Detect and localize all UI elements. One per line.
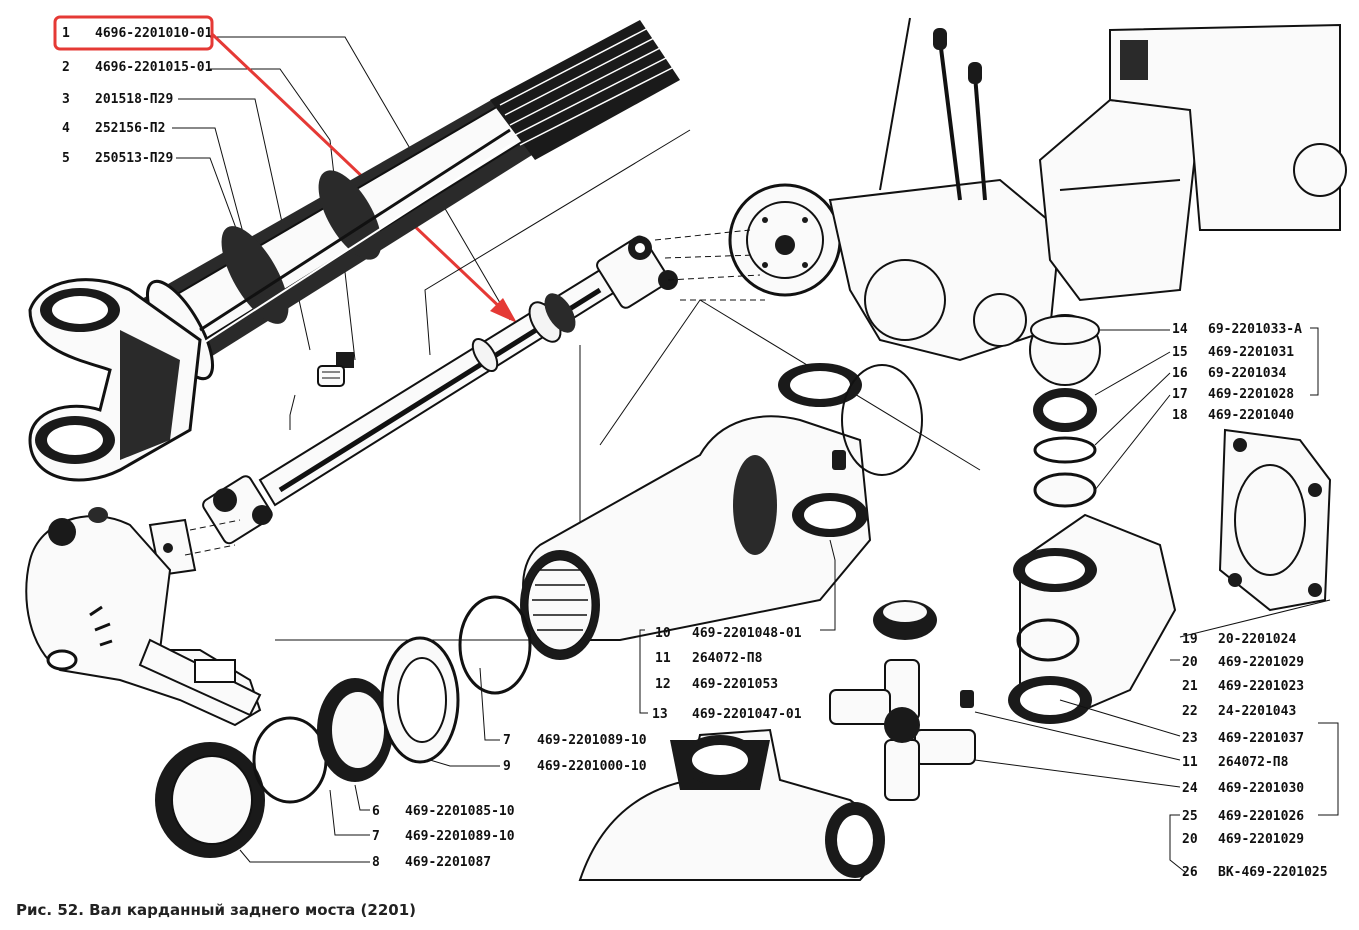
callout-num-25: 25 [1182, 809, 1198, 824]
callout-part-21[interactable]: 469-2201023 [1218, 679, 1304, 694]
leader-lines-right [639, 327, 1339, 873]
callout-part-26[interactable]: ВК-469-2201025 [1218, 865, 1328, 880]
callout-part-17[interactable]: 469-2201028 [1208, 387, 1294, 402]
callout-num-9: 9 [503, 759, 511, 774]
callout-part-9[interactable]: 469-2201000-10 [537, 759, 647, 774]
callout-part-3[interactable]: 201518-П29 [95, 92, 173, 107]
callout-part-18[interactable]: 469-2201040 [1208, 408, 1294, 423]
callout-part-16[interactable]: 69-2201034 [1208, 366, 1286, 381]
callout-part-11r[interactable]: 264072-П8 [1218, 755, 1289, 770]
callout-num-16: 16 [1172, 366, 1188, 381]
callout-part-6[interactable]: 469-2201085-10 [405, 804, 515, 819]
callout-part-15[interactable]: 469-2201031 [1208, 345, 1294, 360]
callout-num-8: 8 [372, 855, 380, 870]
callout-num-26: 26 [1182, 865, 1198, 880]
callout-part-23[interactable]: 469-2201037 [1218, 731, 1304, 746]
lower-yoke [578, 728, 885, 881]
highlight-arrow-head [490, 298, 517, 323]
callout-list-bottom: 7 469-2201089-10 9 469-2201000-10 6 469-… [372, 733, 647, 870]
callout-list-left: 1 4696-2201010-01 2 4696-2201015-01 3 20… [62, 26, 213, 166]
callout-num-11m: 11 [655, 651, 671, 666]
callout-part-25[interactable]: 469-2201026 [1218, 809, 1304, 824]
callout-part-1[interactable]: 4696-2201010-01 [95, 26, 213, 41]
highlight [53, 15, 517, 323]
callout-num-7b: 7 [372, 829, 380, 844]
callout-part-19[interactable]: 20-2201024 [1218, 632, 1296, 647]
callout-num-6: 6 [372, 804, 380, 819]
callout-num-19: 19 [1182, 632, 1198, 647]
callout-num-1: 1 [62, 26, 70, 41]
callout-part-20a[interactable]: 469-2201029 [1218, 655, 1304, 670]
callout-num-21: 21 [1182, 679, 1198, 694]
callout-num-17: 17 [1172, 387, 1188, 402]
callout-num-13: 13 [652, 707, 668, 722]
callout-list-middle: 10 469-2201048-01 11 264072-П8 12 469-22… [652, 626, 802, 722]
rear-axle-housing [25, 507, 262, 727]
callout-part-13[interactable]: 469-2201047-01 [692, 707, 802, 722]
callout-part-2[interactable]: 4696-2201015-01 [95, 60, 213, 75]
callout-num-7a: 7 [503, 733, 511, 748]
callout-num-20b: 20 [1182, 832, 1198, 847]
callout-part-24[interactable]: 469-2201030 [1218, 781, 1304, 796]
grease-fitting-left [317, 352, 354, 387]
callout-list-right: 14 69-2201033-А 15 469-2201031 16 69-220… [1172, 322, 1328, 880]
callout-num-23: 23 [1182, 731, 1198, 746]
callout-part-12[interactable]: 469-2201053 [692, 677, 778, 692]
cross-and-bearings [829, 314, 1332, 801]
callout-num-14: 14 [1172, 322, 1188, 337]
highlight-box [53, 15, 214, 51]
callout-num-24: 24 [1182, 781, 1198, 796]
callout-num-3: 3 [62, 92, 70, 107]
callout-num-12: 12 [655, 677, 671, 692]
seals-and-rings [155, 595, 532, 858]
callout-num-20a: 20 [1182, 655, 1198, 670]
callout-part-22[interactable]: 24-2201043 [1218, 704, 1296, 719]
splined-shaft [140, 20, 680, 381]
callout-num-18: 18 [1172, 408, 1188, 423]
leader-lines-bottom [239, 667, 500, 863]
callout-part-7b[interactable]: 469-2201089-10 [405, 829, 515, 844]
callout-part-14[interactable]: 69-2201033-А [1208, 322, 1302, 337]
callout-num-15: 15 [1172, 345, 1188, 360]
callout-part-8[interactable]: 469-2201087 [405, 855, 491, 870]
callout-part-20b[interactable]: 469-2201029 [1218, 832, 1304, 847]
callout-part-7a[interactable]: 469-2201089-10 [537, 733, 647, 748]
callout-part-10[interactable]: 469-2201048-01 [692, 626, 802, 641]
left-yoke [28, 278, 202, 482]
transfer-case [728, 17, 1347, 362]
callout-part-11m[interactable]: 264072-П8 [692, 651, 763, 666]
callout-part-5[interactable]: 250513-П29 [95, 151, 173, 166]
callout-num-4: 4 [62, 121, 70, 136]
figure-caption: Рис. 52. Вал карданный заднего моста (22… [16, 901, 416, 919]
callout-num-5: 5 [62, 151, 70, 166]
callout-num-10: 10 [655, 626, 671, 641]
callout-num-22: 22 [1182, 704, 1198, 719]
propeller-shaft [202, 235, 678, 545]
callout-num-2: 2 [62, 60, 70, 75]
highlight-arrow-line [210, 32, 507, 314]
callout-part-4[interactable]: 252156-П2 [95, 121, 165, 136]
dashed-guides [184, 229, 765, 556]
callout-num-11r: 11 [1182, 755, 1198, 770]
slip-yoke [520, 363, 923, 660]
